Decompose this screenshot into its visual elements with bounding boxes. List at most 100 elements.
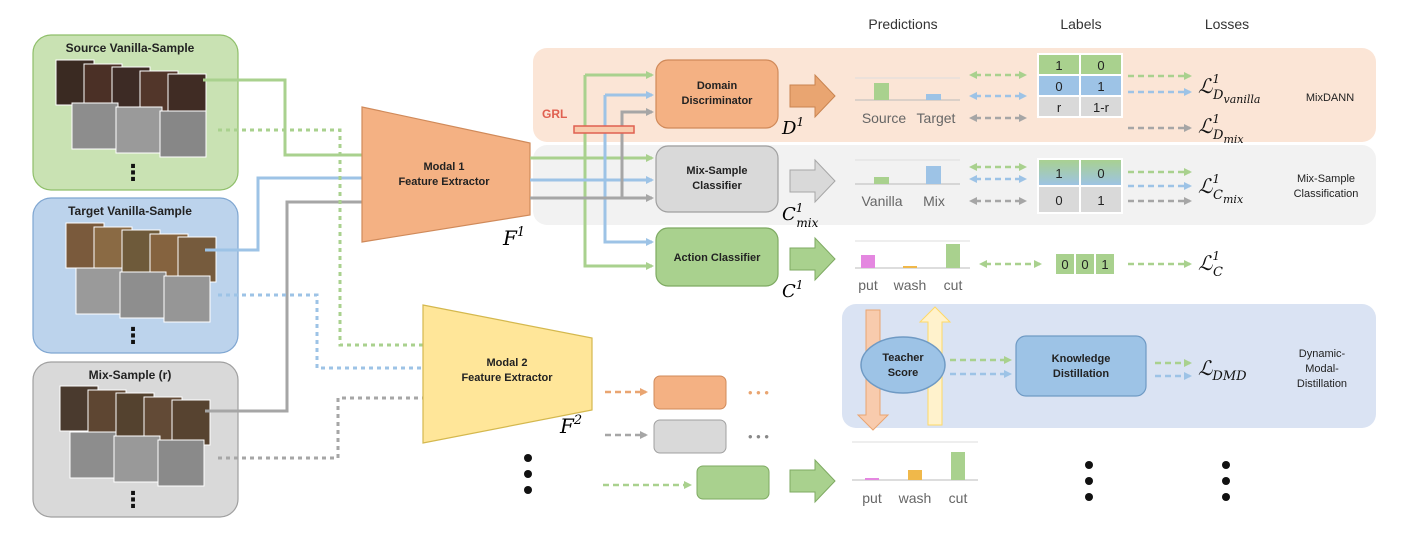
pred-label-put: put — [858, 277, 878, 293]
pred-label-arrows — [969, 71, 1042, 268]
modal1-extractor: Modal 1 Feature Extractor — [361, 106, 531, 243]
bar-source — [874, 83, 889, 100]
bar-target — [926, 94, 941, 100]
bar-put — [861, 255, 875, 268]
teacher-score: Teacher Score — [860, 336, 946, 394]
mix-label-cell: 0 — [1055, 193, 1062, 208]
mixsample-classifier-line2: Classifier — [692, 180, 742, 192]
pred-label-wash: wash — [898, 490, 932, 506]
mix-sample-label: Mix-Sample (r) — [89, 368, 172, 382]
mix-prediction-chart: Vanilla Mix — [855, 159, 960, 209]
source-more-dots: ⋮ — [122, 160, 144, 185]
action-label-table: 0 0 1 — [1054, 252, 1116, 276]
teacher-score-line2: Score — [888, 367, 919, 379]
modal2-action-prediction-chart: put wash cut — [852, 441, 978, 506]
row-label-dmd-line1: Dynamic- — [1299, 348, 1346, 360]
rgb-frames — [65, 222, 217, 283]
flow-frames — [69, 431, 205, 487]
bar-cut — [951, 452, 965, 480]
action-output-arrow — [789, 236, 836, 282]
row-label-mixsample-line1: Mix-Sample — [1297, 173, 1355, 185]
mix-label-cell: 1 — [1097, 193, 1104, 208]
modal2-action-classifier — [696, 465, 770, 500]
row-label-mixdann: MixDANN — [1306, 92, 1354, 104]
action-prediction-chart: put wash cut — [855, 240, 970, 293]
action-label-cell: 0 — [1081, 257, 1088, 272]
mix-output-arrow — [789, 158, 836, 204]
d1-symbol: D1 — [781, 115, 804, 139]
domain-label-cell: 1 — [1055, 58, 1062, 73]
pred-label-cut: cut — [949, 490, 968, 506]
bar-wash — [903, 266, 917, 268]
domain-discriminator-line2: Discriminator — [682, 95, 754, 107]
knowledge-distillation: Knowledge Distillation — [1015, 335, 1147, 397]
target-vanilla-panel: Target Vanilla-Sample ⋮ — [32, 197, 239, 354]
input-connectors — [203, 78, 425, 460]
bar-mix — [926, 166, 941, 184]
orange-ellipsis: • • • — [748, 385, 769, 400]
flow-frames — [71, 102, 207, 158]
f1-connectors — [530, 71, 654, 270]
mixsample-classifier: Mix-Sample Classifier — [655, 145, 779, 213]
label-loss-arrows — [1128, 72, 1192, 380]
modal-more-vdots — [524, 454, 532, 494]
predictions-header: Predictions — [868, 16, 937, 32]
action-classifier: Action Classifier — [655, 227, 779, 287]
labels-more-vdots — [1085, 461, 1093, 501]
mix-label-cell: 1 — [1055, 166, 1062, 181]
modal2-output-arrow — [789, 458, 836, 504]
modal1-title: Modal 1 — [424, 161, 465, 173]
bar-wash — [908, 470, 922, 480]
domain-discriminator-line1: Domain — [697, 80, 738, 92]
row-label-dmd-line3: Distillation — [1297, 378, 1347, 390]
row-label-mixsample-line2: Classification — [1294, 188, 1359, 200]
action-label-cell: 1 — [1101, 257, 1108, 272]
teacher-score-line1: Teacher — [882, 352, 924, 364]
domain-label-cell: r — [1057, 100, 1062, 115]
modal2-title: Modal 2 — [487, 357, 528, 369]
pred-label-mix: Mix — [923, 193, 945, 209]
modal2-subtitle: Feature Extractor — [461, 372, 553, 384]
grl-bar — [573, 125, 635, 134]
domain-label-cell: 0 — [1055, 79, 1062, 94]
pred-label-cut: cut — [944, 277, 963, 293]
gray-ellipsis: • • • — [748, 429, 769, 444]
loss-dmd: ℒDMD — [1198, 356, 1247, 384]
domain-prediction-chart: Source Target — [855, 77, 960, 126]
domain-label-table: 1 0 0 1 r 1-r — [1037, 53, 1123, 118]
mix-sample-panel: Mix-Sample (r) ⋮ — [32, 361, 239, 518]
pred-label-target: Target — [917, 110, 956, 126]
domain-discriminator: Domain Discriminator — [655, 59, 779, 129]
flow-frames — [75, 267, 211, 323]
f2-symbol: F2 — [559, 413, 582, 438]
source-vanilla-panel: Source Vanilla-Sample ⋮ — [32, 34, 239, 191]
pred-label-wash: wash — [893, 277, 927, 293]
bar-put — [865, 478, 879, 480]
row-label-dmd-line2: Modal- — [1305, 363, 1339, 375]
domain-label-cell: 1-r — [1093, 100, 1110, 115]
mix-label-cell: 0 — [1097, 166, 1104, 181]
domain-label-cell: 0 — [1097, 58, 1104, 73]
target-more-dots: ⋮ — [122, 323, 144, 348]
modal2-mixsample-classifier — [653, 419, 727, 454]
knowledge-distillation-line2: Distillation — [1053, 368, 1110, 380]
labels-header: Labels — [1060, 16, 1101, 32]
modal2-extractor: Modal 2 Feature Extractor — [422, 304, 593, 444]
pred-label-source: Source — [862, 110, 907, 126]
pred-label-vanilla: Vanilla — [862, 193, 903, 209]
grl-label: GRL — [542, 107, 567, 121]
losses-more-vdots — [1222, 461, 1230, 501]
source-vanilla-label: Source Vanilla-Sample — [66, 41, 195, 55]
action-classifier-label: Action Classifier — [674, 252, 762, 264]
bar-cut — [946, 244, 960, 268]
action-label-cell: 0 — [1061, 257, 1068, 272]
domain-label-cell: 1 — [1097, 79, 1104, 94]
knowledge-distillation-line1: Knowledge — [1052, 353, 1111, 365]
teacher-kd-arrows — [950, 356, 1012, 378]
